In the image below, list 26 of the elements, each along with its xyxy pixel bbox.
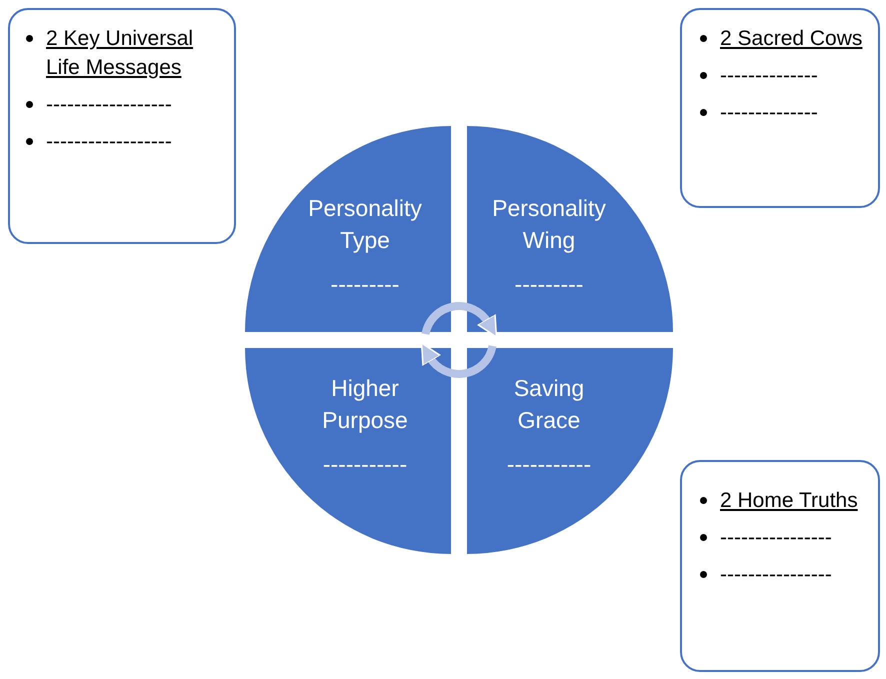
blank-bullet-line: ------------------ [26, 90, 221, 119]
quadrant-title: Higher Purpose [321, 374, 409, 435]
curved-arrow [420, 342, 496, 378]
callout-box [680, 8, 880, 208]
quadrant-title: Saving Grace [512, 374, 586, 435]
blank-line: ----------- [322, 450, 408, 479]
quadrant-segment [467, 348, 673, 554]
blank-line: --------- [514, 270, 584, 299]
callout-box [680, 460, 880, 672]
blank-bullet-line: ---------------- [700, 523, 870, 552]
blank-bullet-line: ---------------- [700, 560, 870, 589]
blank-bullet-line: -------------- [700, 98, 870, 127]
blank-bullet-line: ------------------ [26, 127, 221, 156]
quadrant-segment [245, 126, 451, 332]
callout-heading: 2 Home Truths [700, 486, 870, 515]
quadrant-segment [245, 348, 451, 554]
callout-heading: 2 Sacred Cows [700, 24, 870, 53]
blank-line: --------- [330, 270, 400, 299]
blank-bullet-line: -------------- [700, 61, 870, 90]
quadrant-title: Personality Type [307, 194, 423, 255]
callout-heading: 2 Key Universal Life Messages [26, 24, 221, 82]
curved-arrow [422, 302, 498, 338]
callout-box [8, 8, 236, 244]
blank-line: ----------- [506, 450, 592, 479]
quadrant-title: Personality Wing [491, 194, 607, 255]
quadrant-segment [467, 126, 673, 332]
